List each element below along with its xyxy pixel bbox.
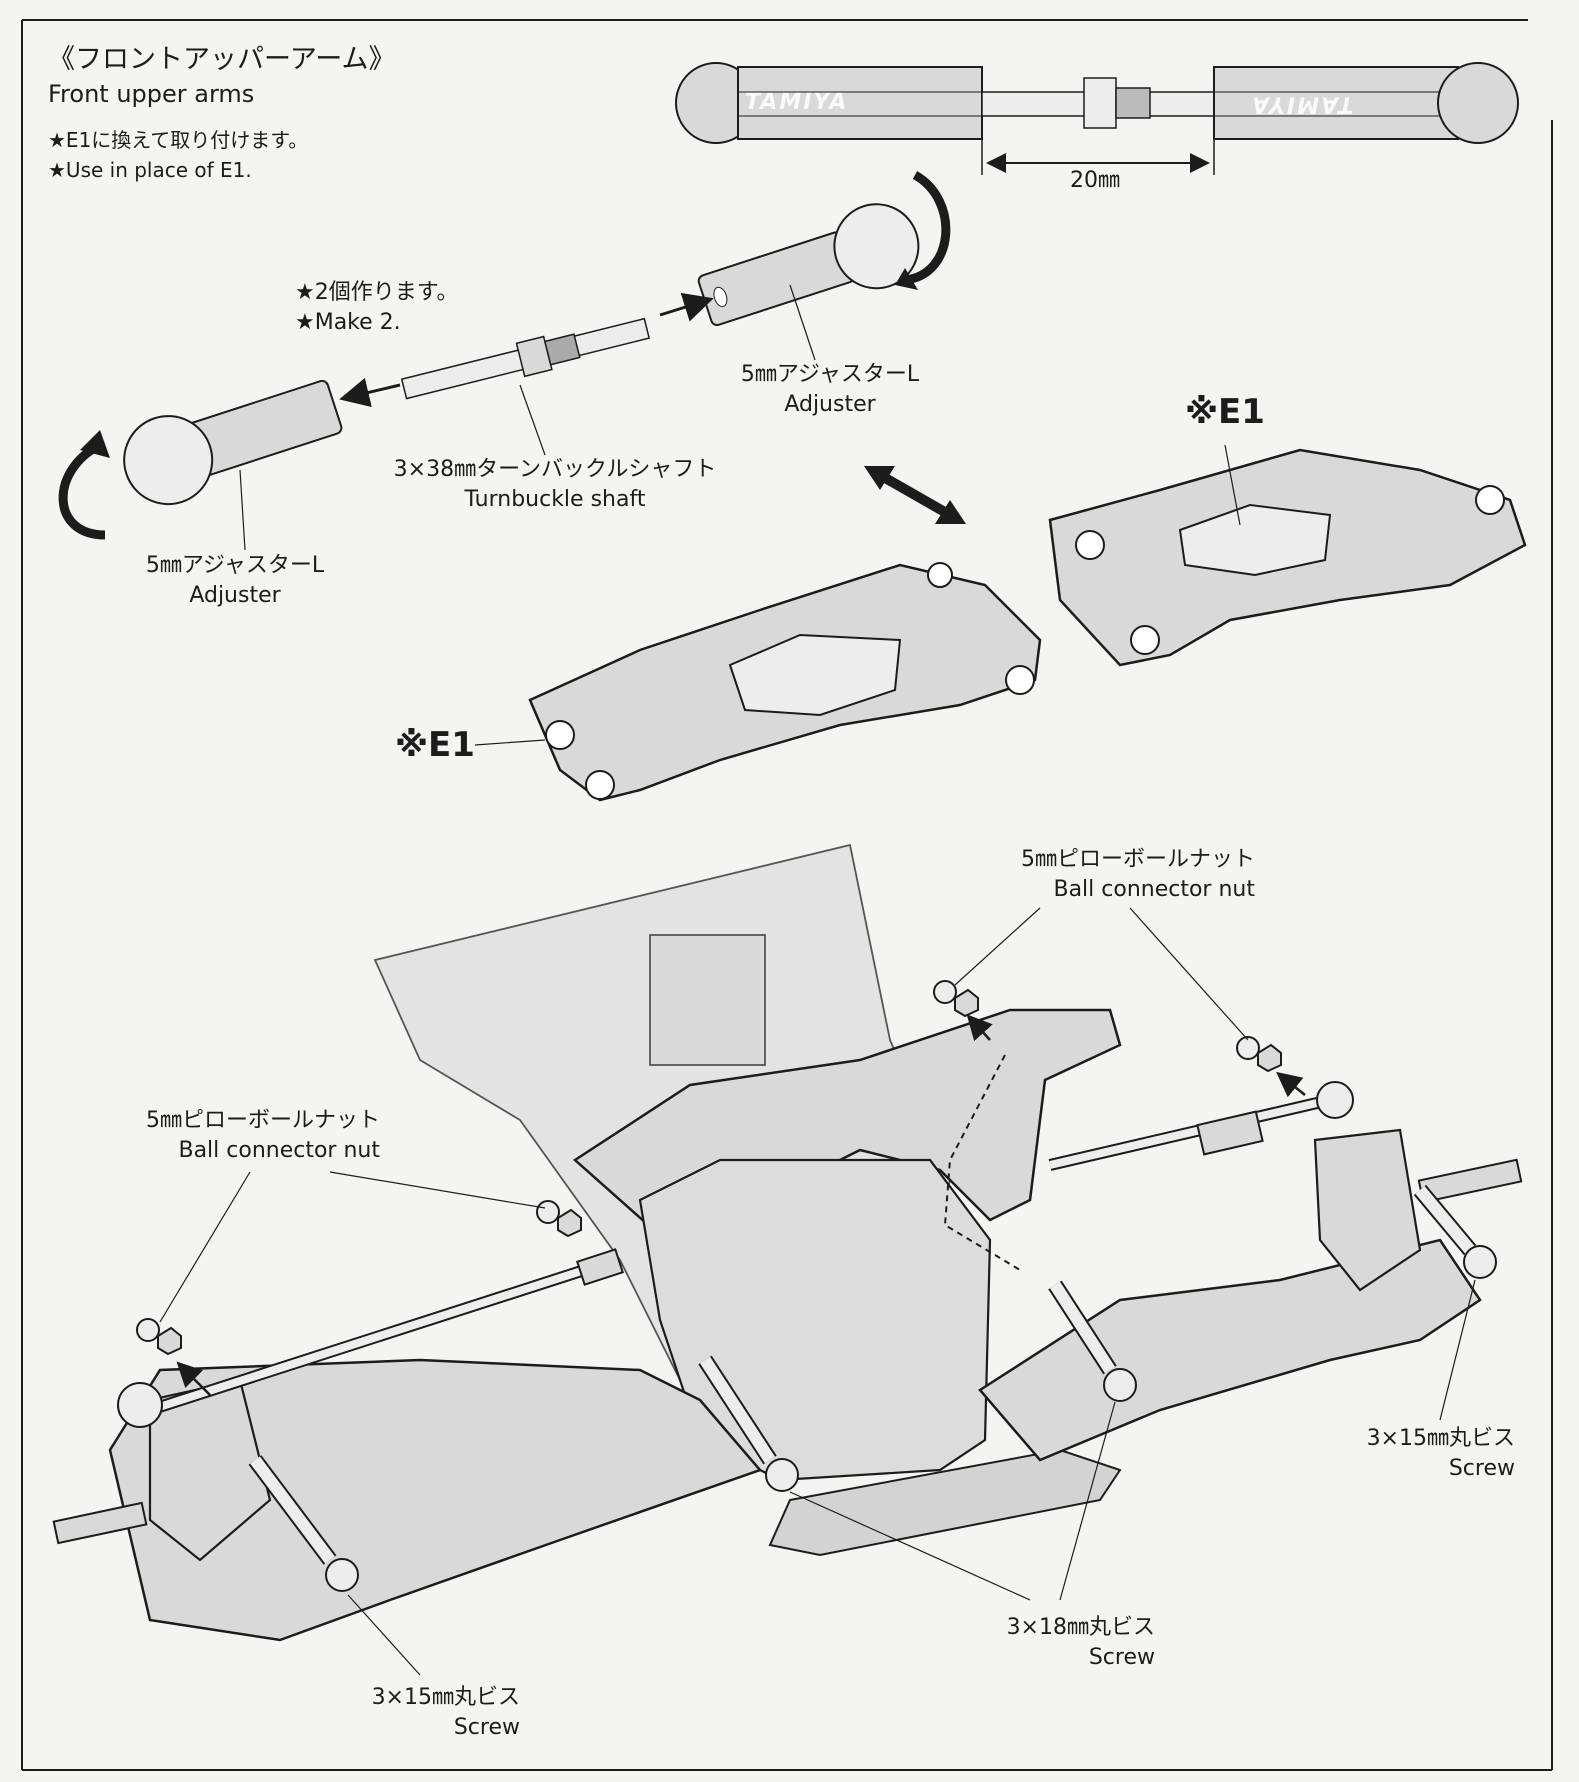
e1-label-upper: ※E1	[1185, 392, 1265, 432]
section-title-en: Front upper arms	[48, 80, 255, 108]
ball-nut-left-label-en: Ball connector nut	[178, 1138, 380, 1163]
adjuster-right-label-en: Adjuster	[784, 392, 876, 417]
make-note-jp: ★2個作ります。	[295, 280, 459, 305]
ball-nut-right-label-en: Ball connector nut	[1053, 877, 1255, 902]
adjuster-right-body	[1213, 66, 1459, 140]
adjuster-left-label-jp: 5㎜アジャスターL	[145, 553, 325, 578]
e1-arm-lower	[474, 562, 1042, 802]
turnbuckle-label-jp: 3×38㎜ターンバックルシャフト	[393, 457, 717, 482]
section-title-jp: 《フロントアッパーアーム》	[48, 44, 396, 75]
adjuster-right-label-jp: 5㎜アジャスターL	[740, 362, 920, 387]
ball-nut-right-b	[1236, 1036, 1306, 1098]
ball-nut-right-a	[933, 980, 993, 1042]
brand-mark-right: TAMIYA	[1250, 91, 1354, 117]
e1-label-lower: ※E1	[395, 725, 475, 765]
screw-3x15-left	[248, 1455, 359, 1592]
turnbuckle-right-installed	[1049, 1096, 1331, 1169]
adjuster-left-body	[737, 66, 983, 140]
rotate-arrow-right	[904, 171, 951, 285]
ball-nut-left-a	[536, 1200, 582, 1238]
ball-nut-right-label-jp: 5㎜ピローボールナット	[1021, 847, 1255, 872]
turnbuckle-left-installed	[148, 1261, 602, 1414]
knuckle-right	[1313, 1128, 1422, 1292]
ball-end-right	[1437, 62, 1519, 144]
chassis-assembly	[52, 843, 1523, 1676]
adjuster-right-exploded	[697, 231, 856, 327]
adjuster-left-label-en: Adjuster	[189, 583, 281, 608]
screw-18-label-en: Screw	[1088, 1645, 1155, 1670]
screw-3x18-right	[1048, 1280, 1137, 1402]
turnbuckle-gauge-diagram	[675, 62, 1519, 175]
dimension-label: 20㎜	[1070, 168, 1120, 193]
note-en: ★Use in place of E1.	[48, 158, 252, 182]
ball-nut-left-label-jp: 5㎜ピローボールナット	[146, 1108, 380, 1133]
screw-18-label-jp: 3×18㎜丸ビス	[1006, 1615, 1155, 1640]
turnbuckle-label-en: Turnbuckle shaft	[464, 487, 646, 512]
screw-15-right-label-en: Screw	[1448, 1456, 1515, 1481]
lower-arm-right	[978, 1238, 1482, 1462]
swap-arrow	[864, 466, 966, 524]
insert-arrow-right	[659, 292, 714, 322]
center-hex	[1083, 77, 1117, 129]
screw-3x18-left	[698, 1355, 799, 1492]
knurl-section	[1115, 87, 1151, 119]
screw-15-right-label-jp: 3×15㎜丸ビス	[1366, 1426, 1515, 1451]
e1-arm-upper	[1048, 444, 1527, 667]
make-note-en: ★Make 2.	[295, 310, 401, 335]
note-jp: ★E1に換えて取り付けます。	[48, 128, 309, 152]
lower-arm-left	[108, 1358, 763, 1642]
brand-mark-left: TAMIYA	[745, 90, 849, 115]
screw-15-left-label-jp: 3×15㎜丸ビス	[371, 1685, 520, 1710]
servo-box	[649, 934, 766, 1066]
rotate-arrow-left	[58, 440, 106, 540]
insert-arrow-left	[339, 377, 401, 408]
axle-left	[52, 1501, 148, 1545]
screw-15-left-label-en: Screw	[453, 1715, 520, 1740]
turnbuckle-exploded-view	[58, 171, 951, 551]
screw-3x15-right	[1413, 1184, 1497, 1279]
ball-nut-left-b	[136, 1318, 211, 1396]
